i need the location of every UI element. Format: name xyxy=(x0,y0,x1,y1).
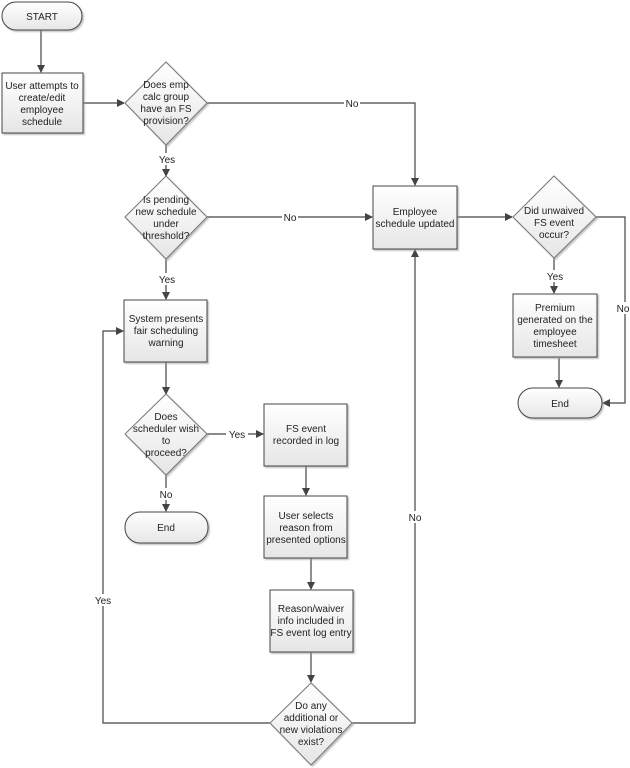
node-text: threshold? xyxy=(143,231,190,242)
node-text: User selects xyxy=(278,511,333,522)
node-text: scheduler wish xyxy=(133,424,199,435)
node-text: proceed? xyxy=(145,448,187,459)
decision-unwaived: Did unwaived FS event occur? xyxy=(512,175,597,259)
node-text: FS event xyxy=(534,218,574,229)
label-fs-no: No xyxy=(346,99,359,110)
node-fs-logged: FS event recorded in log xyxy=(263,403,348,467)
node-text: End xyxy=(157,523,175,534)
node-text: new violations xyxy=(280,725,343,736)
edge-violations-yes xyxy=(102,327,270,724)
decision-proceed: Does scheduler wish to proceed? xyxy=(124,393,208,476)
label-unwaived-no: No xyxy=(617,304,630,315)
node-text: FS event log entry xyxy=(270,628,351,639)
node-text: timesheet xyxy=(533,339,577,350)
node-text: calc group xyxy=(143,92,190,103)
label-threshold-yes: Yes xyxy=(159,275,175,286)
node-schedule-updated: Employee schedule updated xyxy=(372,185,458,250)
node-text: System presents xyxy=(129,314,203,325)
node-text: occur? xyxy=(539,230,569,241)
label-proceed-yes: Yes xyxy=(229,430,245,441)
decision-violations: Do any additional or new violations exis… xyxy=(269,682,353,766)
node-text: create/edit xyxy=(19,93,66,104)
node-select-reason: User selects reason from presented optio… xyxy=(263,495,348,559)
node-text: Premium xyxy=(535,303,575,314)
node-text: End xyxy=(551,399,569,410)
edge-violations-no xyxy=(352,249,419,724)
node-text: additional or xyxy=(284,713,339,724)
node-text: new schedule xyxy=(135,207,197,218)
node-premium: Premium generated on the employee timesh… xyxy=(512,293,598,358)
node-text: employee xyxy=(533,327,577,338)
node-text: have an FS xyxy=(140,104,191,115)
node-text: Employee xyxy=(393,207,438,218)
node-text: schedule xyxy=(22,117,62,128)
node-text: presented options xyxy=(266,535,346,546)
label-fs-yes: Yes xyxy=(159,155,175,166)
node-end-right: End xyxy=(517,387,603,419)
node-text: Does xyxy=(154,412,177,423)
node-text: to xyxy=(162,436,171,447)
node-text: fair scheduling xyxy=(134,326,198,337)
node-text: exist? xyxy=(298,737,325,748)
node-text: schedule updated xyxy=(376,219,455,230)
node-reason-included: Reason/waiver info included in FS event … xyxy=(269,589,354,653)
node-text: employee xyxy=(20,105,64,116)
edge-fs-no xyxy=(207,102,419,186)
node-text: recorded in log xyxy=(273,436,339,447)
node-text: User attempts to xyxy=(5,81,79,92)
node-text: START xyxy=(26,12,58,23)
node-warning: System presents fair scheduling warning xyxy=(123,299,208,363)
node-text: warning xyxy=(147,338,183,349)
node-text: Does emp xyxy=(143,80,189,91)
node-end-left: End xyxy=(124,511,209,544)
edge-labels: No Yes No Yes Yes No Yes No Yes No xyxy=(92,97,630,607)
node-text: Is pending xyxy=(143,195,189,206)
node-text: info included in xyxy=(278,616,345,627)
label-violations-no: No xyxy=(409,513,422,524)
node-text: Reason/waiver xyxy=(278,604,345,615)
node-text: reason from xyxy=(279,523,332,534)
node-text: FS event xyxy=(286,424,326,435)
node-text: Did unwaived xyxy=(524,206,584,217)
label-unwaived-yes: Yes xyxy=(547,272,563,283)
node-text: under xyxy=(153,219,179,230)
node-text: generated on the xyxy=(517,315,593,326)
label-threshold-no: No xyxy=(284,213,297,224)
node-text: Do any xyxy=(295,701,327,712)
label-proceed-no: No xyxy=(160,490,173,501)
decision-fs-provision: Does emp calc group have an FS provision… xyxy=(124,61,208,146)
node-user-attempts: User attempts to create/edit employee sc… xyxy=(1,72,84,134)
node-text: provision? xyxy=(143,116,189,127)
decision-threshold: Is pending new schedule under threshold? xyxy=(124,175,208,260)
label-violations-yes: Yes xyxy=(95,596,111,607)
node-start: START xyxy=(1,1,83,31)
